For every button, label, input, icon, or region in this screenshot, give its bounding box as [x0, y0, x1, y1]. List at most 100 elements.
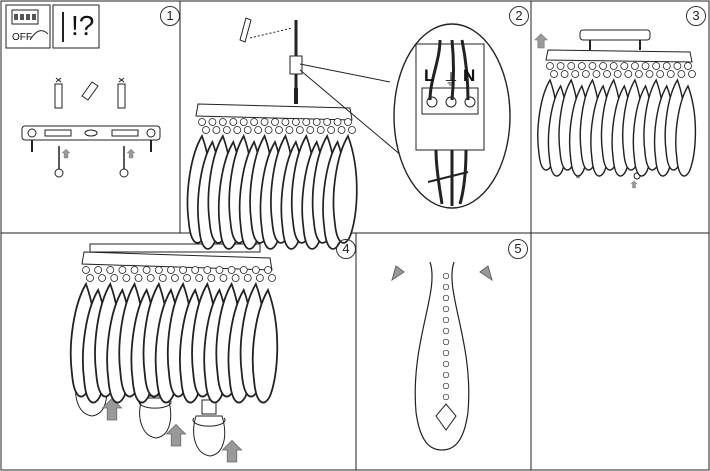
crystal-bead: [146, 274, 155, 282]
step-number-2: 2: [509, 6, 529, 26]
crystal-bead: [229, 118, 238, 126]
crystal-bead: [302, 118, 311, 126]
crystal-bead: [567, 62, 576, 70]
crystal-bead: [239, 118, 248, 126]
crystal-bead: [652, 62, 661, 70]
crystal-bead: [684, 62, 692, 70]
terminal-live-label: L: [424, 66, 435, 85]
crystal-bead: [275, 126, 283, 134]
crystal-bead: [662, 62, 671, 70]
crystal-bead: [285, 126, 294, 134]
crystal-bead: [250, 118, 259, 126]
crystal-bead: [222, 126, 231, 134]
crystal-bead: [271, 118, 279, 126]
crystal-bead: [122, 274, 131, 282]
crystal-bead: [624, 70, 633, 78]
crystal-bead: [239, 266, 248, 274]
crystal-bead: [688, 70, 696, 78]
crystal-bead: [581, 70, 590, 78]
crystal-bead: [82, 266, 90, 274]
crystal-bead: [613, 70, 622, 78]
crystal-bead: [212, 126, 221, 134]
crystal-bead: [191, 266, 200, 274]
crystal-bead: [281, 118, 290, 126]
crystal-bead: [106, 266, 115, 274]
crystal-bead: [251, 266, 260, 274]
crystal-bead: [295, 126, 304, 134]
step-number-4: 4: [336, 239, 356, 259]
crystal-bead: [171, 274, 179, 282]
crystal-bead: [215, 266, 224, 274]
crystal-bead: [442, 382, 450, 390]
crystal-bead: [255, 274, 264, 282]
crystal-bead: [556, 62, 565, 70]
crystal-bead: [337, 126, 346, 134]
crystal-bead: [154, 266, 163, 274]
crystal-bead: [264, 266, 272, 274]
crystal-bead: [571, 70, 580, 78]
crystal-bead: [442, 327, 450, 335]
terminal-neutral-label: N: [463, 66, 476, 85]
crystal-bead: [243, 126, 252, 134]
crystal-bead: [344, 118, 352, 126]
crystal-bead: [323, 118, 332, 126]
crystal-bead: [179, 266, 187, 274]
crystal-bead: [442, 272, 450, 280]
step-number-1: 1: [160, 6, 180, 26]
crystal-bead: [546, 62, 554, 70]
crystal-bead: [202, 126, 210, 134]
panel-1-drawing: [5, 4, 161, 178]
crystal-bead: [291, 118, 300, 126]
crystal-bead: [219, 274, 228, 282]
crystal-bead: [442, 349, 450, 357]
crystal-bead: [609, 62, 618, 70]
crystal-bead: [142, 266, 151, 274]
crystal-bead: [442, 283, 450, 291]
crystal-bead: [207, 274, 216, 282]
crystal-bead: [327, 126, 336, 134]
crystal-bead: [631, 62, 639, 70]
crystal-bead: [603, 70, 611, 78]
crystal-bead: [195, 274, 204, 282]
crystal-bead: [243, 274, 252, 282]
crystal-bead: [550, 70, 558, 78]
step-number-3: 3: [686, 6, 706, 26]
crystal-bead: [231, 274, 240, 282]
crystal-bead: [442, 371, 450, 379]
crystal-bead: [442, 305, 450, 313]
crystal-bead: [134, 274, 143, 282]
crystal-bead: [254, 126, 263, 134]
crystal-bead: [442, 316, 450, 324]
crystal-bead: [268, 274, 276, 282]
crystal-bead: [260, 118, 269, 126]
crystal-bead: [98, 274, 107, 282]
crystal-bead: [645, 70, 654, 78]
crystal-bead: [110, 274, 119, 282]
crystal-bead: [158, 274, 167, 282]
crystal-bead: [677, 70, 686, 78]
crystal-bead: [635, 70, 643, 78]
crystal-bead: [130, 266, 139, 274]
crystal-bead: [118, 266, 127, 274]
crystal-bead: [592, 70, 601, 78]
step-number-5: 5: [508, 239, 528, 259]
crystal-bead: [167, 266, 175, 274]
crystal-bead: [620, 62, 629, 70]
crystal-bead: [264, 126, 273, 134]
crystal-bead: [94, 266, 103, 274]
crystal-bead: [203, 266, 212, 274]
crystal-bead: [198, 118, 206, 126]
tools-warning-label: !?: [71, 10, 95, 41]
crystal-bead: [306, 126, 315, 134]
crystal-bead: [442, 294, 450, 302]
crystal-bead: [442, 360, 450, 368]
crystal-bead: [227, 266, 236, 274]
bulb-3: [192, 399, 226, 457]
crystal-bead: [442, 338, 450, 346]
crystal-bead: [577, 62, 586, 70]
crystal-bead: [316, 126, 325, 134]
crystal-bead: [218, 118, 227, 126]
crystal-bead: [588, 62, 597, 70]
crystal-bead: [183, 274, 191, 282]
